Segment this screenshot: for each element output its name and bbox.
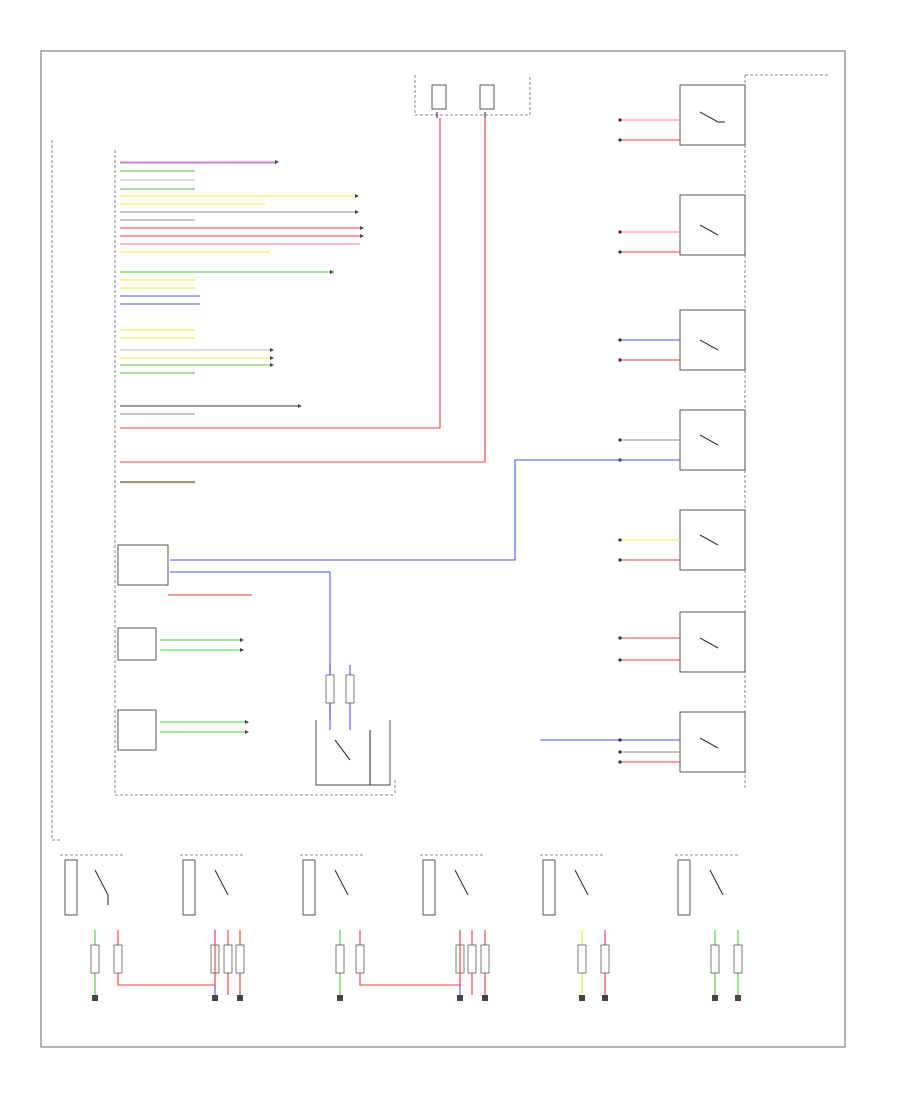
control-module: [51, 140, 396, 841]
door-switch-6: [675, 854, 743, 1001]
fuse-block: [414, 75, 531, 118]
wire-arrows: [270, 160, 364, 408]
door-link-wire-2: [359, 930, 461, 986]
relay-high-beam: [618, 309, 746, 371]
door-switch-3: [300, 854, 365, 1001]
diagram-frame: [40, 50, 846, 1048]
door-switch-4: [420, 854, 490, 1001]
power-feed-wires: [120, 118, 486, 463]
relay-parking-light: [618, 509, 746, 571]
relay-front-fog: [618, 611, 746, 673]
relay-low-beam: [618, 409, 746, 471]
door-switch-row: [60, 854, 743, 1001]
relay-fuel-pump: [540, 711, 746, 773]
door-switch-1: [60, 854, 125, 1001]
relay-transmission: [618, 84, 746, 146]
door-link-wire-1: [117, 930, 216, 986]
module-switch-boxes: [117, 544, 252, 751]
center-switch: [315, 665, 391, 786]
blue-signal-wire: [170, 459, 680, 561]
door-switch-2: [180, 854, 245, 1001]
relay-accessory: [618, 194, 746, 256]
relay-column: [540, 74, 830, 790]
blue-signal-wire-2: [170, 571, 331, 720]
module-wire-rows: [120, 161, 360, 484]
door-switch-5: [540, 854, 610, 1001]
